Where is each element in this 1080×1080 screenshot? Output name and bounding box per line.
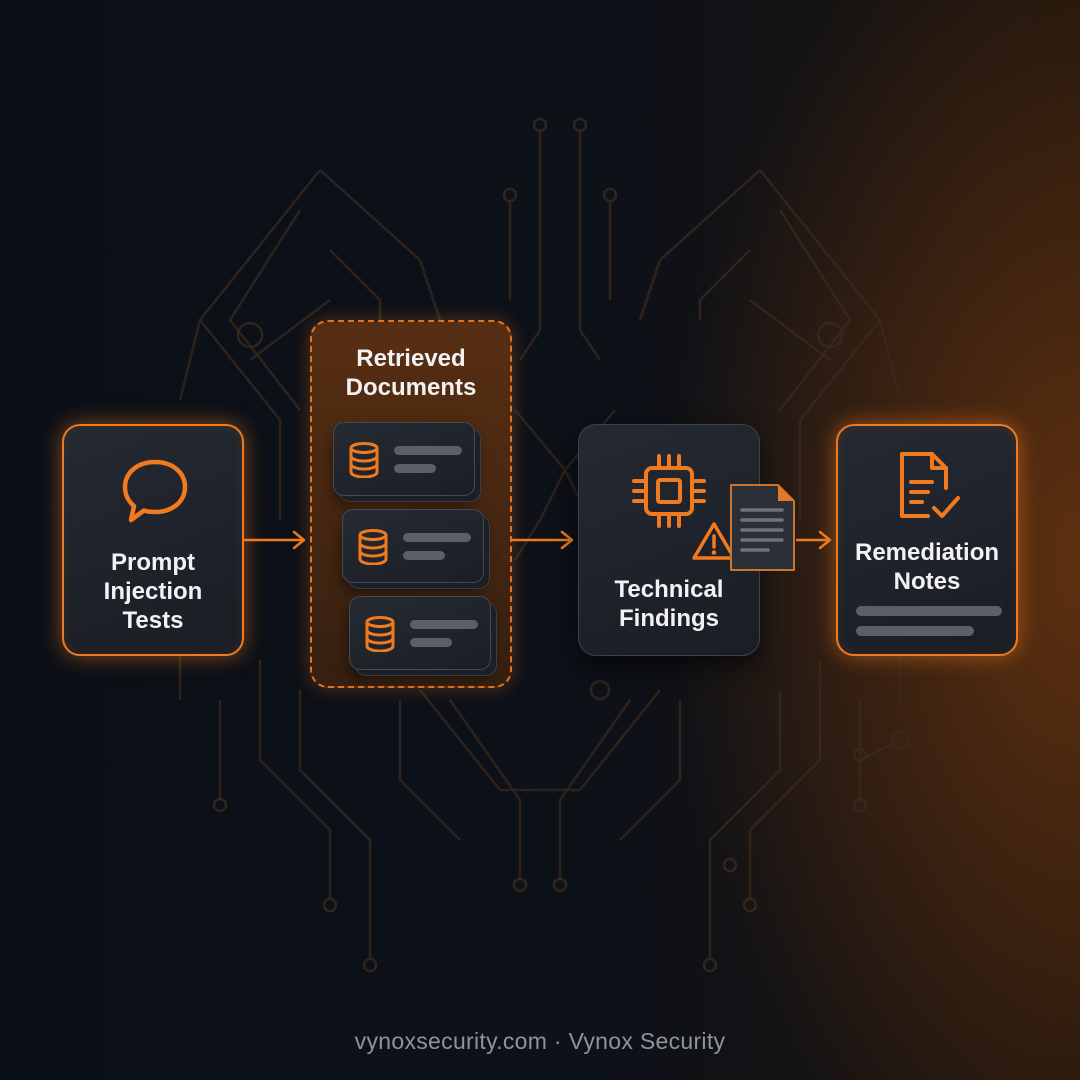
database-icon <box>349 442 379 478</box>
retrieved-documents-label: Retrieved Documents <box>345 345 477 401</box>
warning-triangle-icon <box>692 522 736 560</box>
prompt-injection-tests-label: Prompt Injection Tests <box>103 549 203 634</box>
database-icon <box>365 616 395 652</box>
document-item <box>342 509 484 583</box>
placeholder-line <box>410 638 452 647</box>
footer-attribution: vynoxsecurity.com · Vynox Security <box>354 1028 726 1054</box>
flow-arrow <box>796 530 832 550</box>
technical-findings-node: Technical Findings <box>578 424 760 656</box>
placeholder-line <box>410 620 478 629</box>
document-icon <box>730 484 795 571</box>
document-check-icon <box>900 452 960 518</box>
retrieved-documents-node: Retrieved Documents <box>310 320 512 688</box>
placeholder-line <box>394 446 462 455</box>
remediation-notes-label: Remediation Notes <box>854 539 1000 595</box>
placeholder-line <box>856 626 974 636</box>
technical-findings-label: Technical Findings <box>614 576 724 632</box>
placeholder-line <box>403 533 471 542</box>
cpu-chip-icon <box>632 454 706 528</box>
prompt-injection-tests-node: Prompt Injection Tests <box>62 424 244 656</box>
placeholder-line <box>403 551 445 560</box>
flow-arrow <box>244 530 306 550</box>
flow-arrow <box>512 530 574 550</box>
speech-bubble-icon <box>122 459 188 523</box>
document-item <box>333 422 475 496</box>
remediation-notes-node: Remediation Notes <box>836 424 1018 656</box>
document-item <box>349 596 491 670</box>
placeholder-line <box>856 606 1002 616</box>
placeholder-line <box>394 464 436 473</box>
database-icon <box>358 529 388 565</box>
